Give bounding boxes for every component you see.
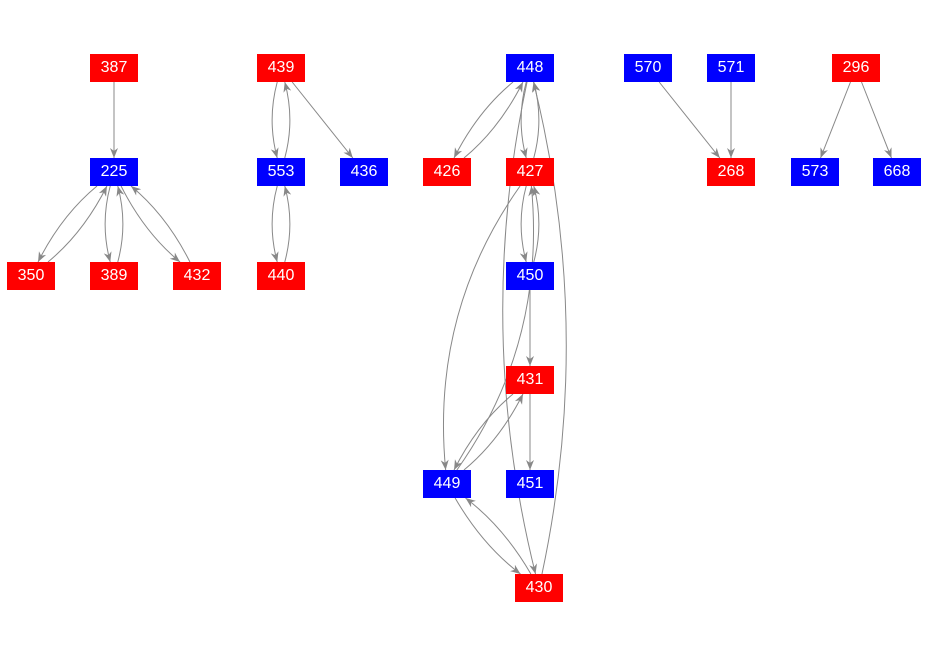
node-431[interactable]: 431 — [506, 366, 554, 394]
node-439[interactable]: 439 — [257, 54, 305, 82]
edge-440-to-553 — [283, 185, 292, 263]
edge-389-to-225 — [116, 185, 125, 263]
edge-225-to-350 — [37, 185, 98, 263]
node-389[interactable]: 389 — [90, 262, 138, 290]
edge-570-to-268 — [658, 81, 721, 159]
node-350[interactable]: 350 — [7, 262, 55, 290]
node-430[interactable]: 430 — [515, 574, 563, 602]
node-436[interactable]: 436 — [340, 158, 388, 186]
edge-448-to-427 — [519, 81, 528, 159]
edge-225-to-389 — [103, 185, 112, 263]
edge-350-to-225 — [47, 185, 108, 263]
edge-448-to-430 — [502, 81, 537, 575]
node-570[interactable]: 570 — [624, 54, 672, 82]
edge-296-to-668 — [861, 81, 892, 159]
edge-553-to-440 — [270, 185, 279, 263]
node-296[interactable]: 296 — [832, 54, 880, 82]
edge-432-to-225 — [130, 185, 191, 263]
edge-449-to-431 — [463, 393, 524, 471]
edge-225-to-432 — [120, 185, 181, 263]
edge-553-to-439 — [283, 81, 292, 159]
node-387[interactable]: 387 — [90, 54, 138, 82]
node-573[interactable]: 573 — [791, 158, 839, 186]
node-451[interactable]: 451 — [506, 470, 554, 498]
edge-296-to-573 — [820, 81, 851, 159]
edge-448-to-426 — [453, 81, 514, 159]
node-426[interactable]: 426 — [423, 158, 471, 186]
edge-439-to-436 — [291, 81, 354, 159]
node-668[interactable]: 668 — [873, 158, 921, 186]
node-448[interactable]: 448 — [506, 54, 554, 82]
edge-430-to-448 — [532, 81, 567, 575]
node-427[interactable]: 427 — [506, 158, 554, 186]
node-571[interactable]: 571 — [707, 54, 755, 82]
edge-430-to-449 — [465, 497, 532, 575]
edge-450-to-427 — [532, 185, 541, 263]
node-225[interactable]: 225 — [90, 158, 138, 186]
edge-439-to-553 — [270, 81, 279, 159]
edge-427-to-450 — [519, 185, 528, 263]
node-432[interactable]: 432 — [173, 262, 221, 290]
edge-427-to-449 — [440, 185, 521, 471]
node-268[interactable]: 268 — [707, 158, 755, 186]
edge-449-to-427 — [456, 185, 537, 471]
node-440[interactable]: 440 — [257, 262, 305, 290]
edge-449-to-430 — [454, 497, 521, 575]
node-449[interactable]: 449 — [423, 470, 471, 498]
edge-426-to-448 — [463, 81, 524, 159]
node-553[interactable]: 553 — [257, 158, 305, 186]
node-450[interactable]: 450 — [506, 262, 554, 290]
edge-431-to-449 — [453, 393, 514, 471]
